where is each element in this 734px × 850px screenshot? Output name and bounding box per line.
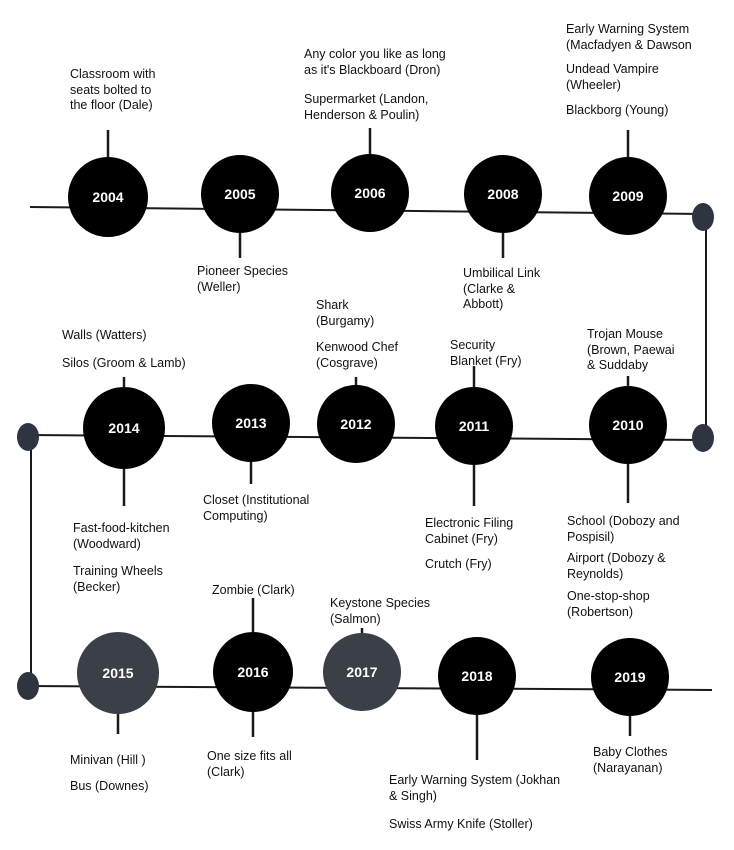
- metaphor-label-2009-1: Early Warning System (Macfadyen & Dawson: [566, 22, 692, 52]
- metaphor-label-2012-2: Kenwood Chef (Cosgrave): [316, 340, 399, 370]
- metaphor-label-2008-1: Umbilical Link (Clarke & Abbott): [463, 266, 541, 311]
- metaphor-label-2011-3: Crutch (Fry): [425, 557, 492, 571]
- metaphor-label-2019-1: Baby Clothes (Narayanan): [593, 745, 668, 775]
- metaphor-label-2004-1: Classroom with seats bolted to the floor…: [70, 67, 156, 112]
- year-label-2012: 2012: [340, 416, 371, 432]
- year-node-2006: [331, 154, 409, 232]
- year-label-2008: 2008: [487, 186, 518, 202]
- metaphor-label-2016-1: Zombie (Clark): [212, 583, 295, 597]
- metaphor-label-2005-1: Pioneer Species (Weller): [197, 264, 289, 294]
- year-node-2017: [323, 633, 401, 711]
- metaphor-label-2017-1: Keystone Species (Salmon): [330, 596, 431, 626]
- metaphor-label-2012-1: Shark (Burgamy): [316, 298, 375, 328]
- year-label-2006: 2006: [354, 185, 385, 201]
- year-node-2012: [317, 385, 395, 463]
- year-label-2017: 2017: [346, 664, 377, 680]
- turn-node-3: [17, 423, 39, 451]
- metaphor-label-2010-3: Airport (Dobozy & Reynolds): [567, 551, 666, 581]
- year-label-2010: 2010: [612, 417, 643, 433]
- turn-node-1: [692, 203, 714, 231]
- year-node-2015: [77, 632, 159, 714]
- metaphor-label-2015-1: Minivan (Hill ): [70, 753, 146, 767]
- year-label-2016: 2016: [237, 664, 268, 680]
- year-label-2014: 2014: [108, 420, 139, 436]
- metaphor-label-2010-4: One-stop-shop (Robertson): [567, 589, 650, 619]
- year-label-2004: 2004: [92, 189, 123, 205]
- turn-node-2: [692, 424, 714, 452]
- metaphor-label-2011-2: Electronic Filing Cabinet (Fry): [425, 516, 514, 546]
- metaphor-label-2018-1: Early Warning System (Jokhan & Singh): [389, 773, 561, 803]
- metaphor-label-2010-1: Trojan Mouse (Brown, Paewai & Suddaby: [587, 327, 675, 372]
- turn-node-4: [17, 672, 39, 700]
- metaphor-label-2015-2: Bus (Downes): [70, 779, 149, 793]
- metaphor-label-2009-3: Blackborg (Young): [566, 103, 669, 117]
- metaphor-label-2009-2: Undead Vampire (Wheeler): [566, 62, 659, 92]
- metaphor-label-2014-4: Training Wheels (Becker): [73, 564, 163, 594]
- year-label-2019: 2019: [614, 669, 645, 685]
- metaphor-label-2014-2: Silos (Groom & Lamb): [62, 356, 186, 370]
- year-label-2005: 2005: [224, 186, 255, 202]
- year-label-2018: 2018: [461, 668, 492, 684]
- metaphor-label-2014-3: Fast-food-kitchen (Woodward): [73, 521, 170, 551]
- year-node-2004: [68, 157, 148, 237]
- year-node-2013: [212, 384, 290, 462]
- metaphor-label-2014-1: Walls (Watters): [62, 328, 147, 342]
- metaphor-label-2006-2: Supermarket (Landon, Henderson & Poulin): [304, 92, 429, 122]
- metaphor-label-2018-2: Swiss Army Knife (Stoller): [389, 817, 533, 831]
- metaphor-label-2010-2: School (Dobozy and Pospisil): [567, 514, 680, 544]
- year-label-2009: 2009: [612, 188, 643, 204]
- year-node-2005: [201, 155, 279, 233]
- year-node-2018: [438, 637, 516, 715]
- metaphor-label-2011-1: Security Blanket (Fry): [450, 338, 522, 368]
- metaphor-label-2013-1: Closet (Institutional Computing): [203, 493, 310, 523]
- metaphor-label-2016-2: One size fits all (Clark): [207, 749, 292, 779]
- year-label-2011: 2011: [459, 418, 490, 434]
- year-node-2019: [591, 638, 669, 716]
- year-label-2013: 2013: [235, 415, 266, 431]
- year-node-2016: [213, 632, 293, 712]
- metaphor-label-2006-1: Any color you like as long as it's Black…: [304, 47, 446, 77]
- year-node-2008: [464, 155, 542, 233]
- year-node-2011: [435, 387, 513, 465]
- year-node-2014: [83, 387, 165, 469]
- year-node-2010: [589, 386, 667, 464]
- year-label-2015: 2015: [102, 665, 133, 681]
- year-node-2009: [589, 157, 667, 235]
